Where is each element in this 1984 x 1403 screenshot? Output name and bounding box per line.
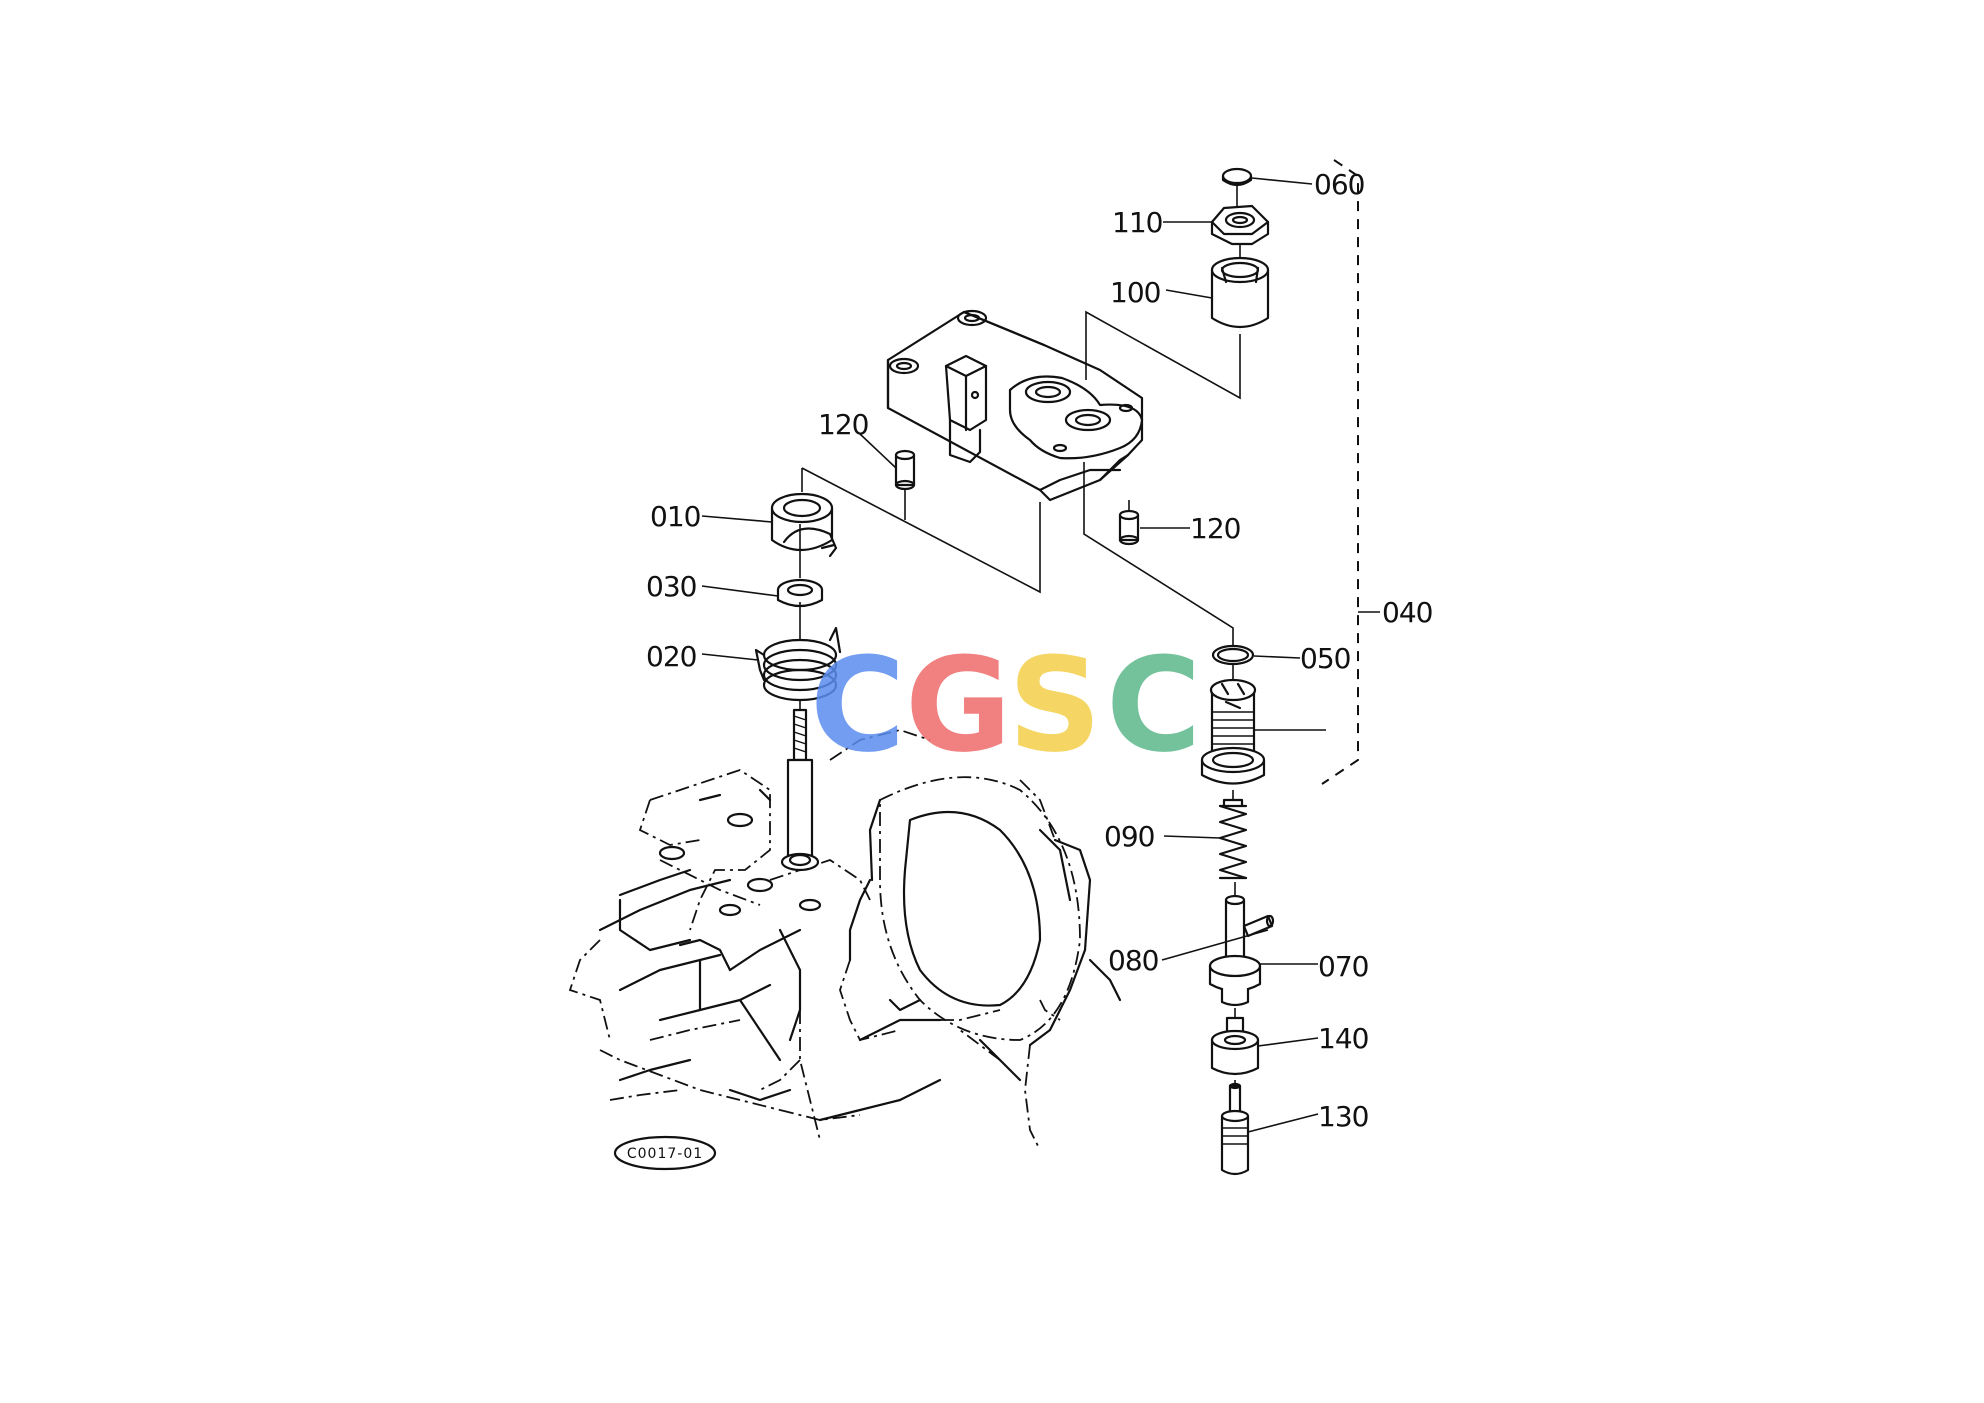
callout-060: 060 [1314, 168, 1364, 201]
callout-050: 050 [1300, 642, 1350, 675]
callout-080: 080 [1108, 944, 1158, 977]
part-100-sleeve [1210, 256, 1270, 329]
callout-120-left: 120 [818, 408, 868, 441]
callout-010: 010 [650, 500, 700, 533]
reference-code-text: C0017-01 [627, 1146, 703, 1162]
governor-housing-cover [886, 309, 1144, 502]
assembly-alignment-lines [799, 184, 1241, 1086]
watermark-letter: C [1106, 629, 1201, 781]
callout-110: 110 [1112, 206, 1162, 239]
part-080-pin [1242, 914, 1275, 938]
part-120-dowel-pin-left [894, 449, 916, 491]
watermark-letter: C [810, 629, 905, 781]
callout-090: 090 [1104, 820, 1154, 853]
engine-block-drawing [568, 729, 1122, 1151]
part-110-nut [1210, 204, 1270, 246]
part-140-delivery-nut [1210, 1016, 1260, 1076]
callout-030: 030 [646, 570, 696, 603]
part-050-o-ring [1211, 644, 1255, 666]
callout-070: 070 [1318, 950, 1368, 983]
part-040-group-bracket [1321, 159, 1380, 785]
part-090-spring [1218, 798, 1248, 880]
part-010-lever [770, 492, 838, 558]
part-060-cap [1221, 167, 1253, 187]
callout-020: 020 [646, 640, 696, 673]
part-070-plunger [1208, 894, 1262, 1007]
watermark-letter: S [1008, 629, 1102, 781]
control-shaft-assembly [780, 708, 820, 872]
callout-040: 040 [1382, 596, 1432, 629]
callout-130: 130 [1318, 1100, 1368, 1133]
callout-labels: 060 110 100 120 120 010 030 020 040 050 … [646, 168, 1433, 1133]
callout-120-right: 120 [1190, 512, 1240, 545]
part-040-barrel-assembly [1200, 678, 1266, 785]
part-130-valve [1220, 1082, 1250, 1176]
part-030-collar [776, 578, 824, 608]
figure-reference-code: C0017-01 [613, 1135, 717, 1171]
watermark-letter: G [905, 629, 1012, 781]
leader-lines [701, 177, 1326, 1133]
part-120-dowel-pin-right [1118, 509, 1140, 546]
callout-100: 100 [1110, 276, 1160, 309]
callout-140: 140 [1318, 1022, 1368, 1055]
cgsc-watermark-logo: C G S C [810, 629, 1201, 781]
